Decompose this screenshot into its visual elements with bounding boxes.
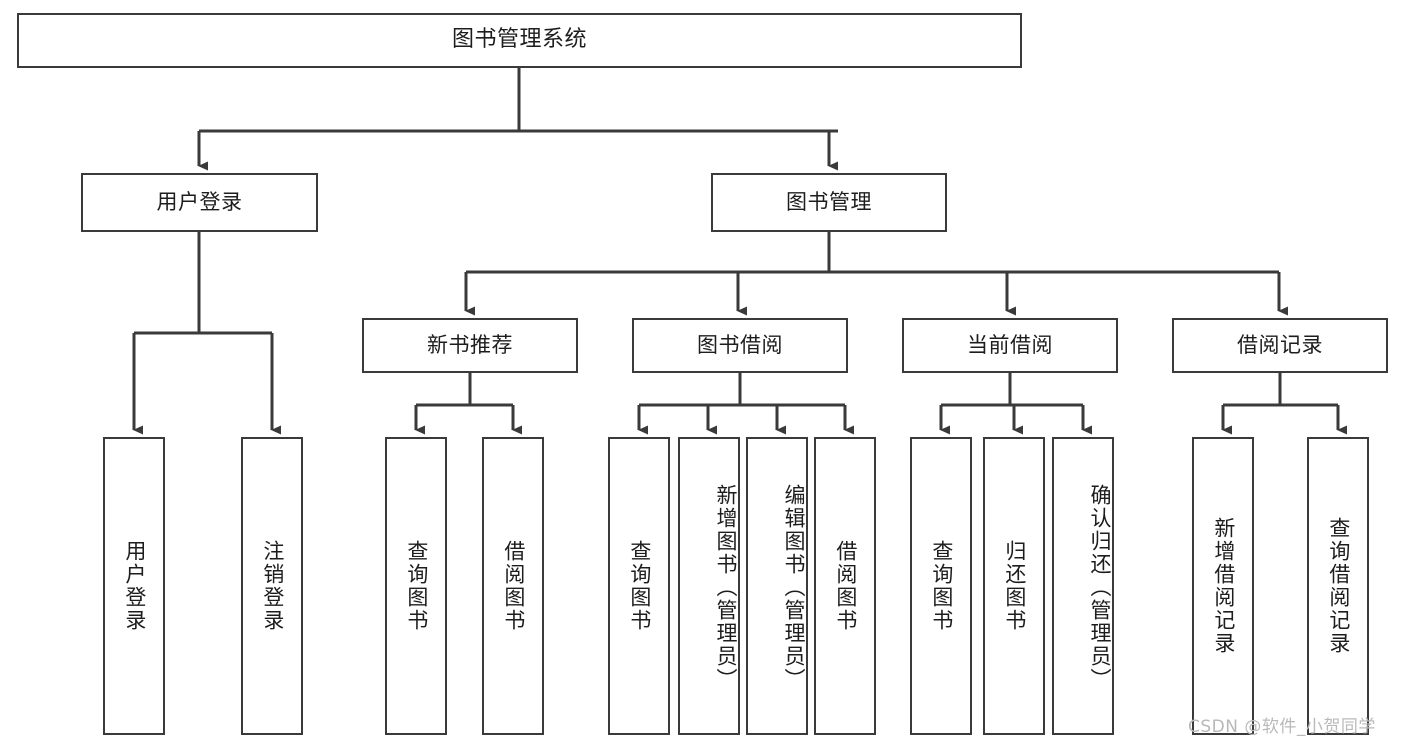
node-leaf-recommend-query-book[interactable]: 查询图书 xyxy=(385,437,447,735)
node-root[interactable]: 图书管理系统 xyxy=(17,13,1022,68)
node-user-login[interactable]: 用户登录 xyxy=(81,173,318,232)
node-leaf-user-login[interactable]: 用户登录 xyxy=(103,437,165,735)
node-leaf-record-add[interactable]: 新增借阅记录 xyxy=(1192,437,1254,735)
node-leaf-borrow-add-book[interactable]: 新增图书（管理员） xyxy=(678,437,740,735)
node-borrow-record[interactable]: 借阅记录 xyxy=(1172,318,1388,373)
node-leaf-recommend-borrow-book[interactable]: 借阅图书 xyxy=(482,437,544,735)
node-leaf-current-confirm-return[interactable]: 确认归还（管理员） xyxy=(1052,437,1114,735)
node-leaf-current-return-book[interactable]: 归还图书 xyxy=(983,437,1045,735)
node-new-book-recommend[interactable]: 新书推荐 xyxy=(362,318,578,373)
node-current-borrow[interactable]: 当前借阅 xyxy=(902,318,1118,373)
node-leaf-borrow-query-book[interactable]: 查询图书 xyxy=(608,437,670,735)
node-leaf-current-query-book[interactable]: 查询图书 xyxy=(910,437,972,735)
node-book-manage[interactable]: 图书管理 xyxy=(711,173,947,232)
node-leaf-borrow-borrow-book[interactable]: 借阅图书 xyxy=(814,437,876,735)
node-leaf-user-logout[interactable]: 注销登录 xyxy=(241,437,303,735)
node-leaf-borrow-edit-book[interactable]: 编辑图书（管理员） xyxy=(746,437,808,735)
node-leaf-record-query[interactable]: 查询借阅记录 xyxy=(1307,437,1369,735)
node-book-borrow[interactable]: 图书借阅 xyxy=(632,318,848,373)
